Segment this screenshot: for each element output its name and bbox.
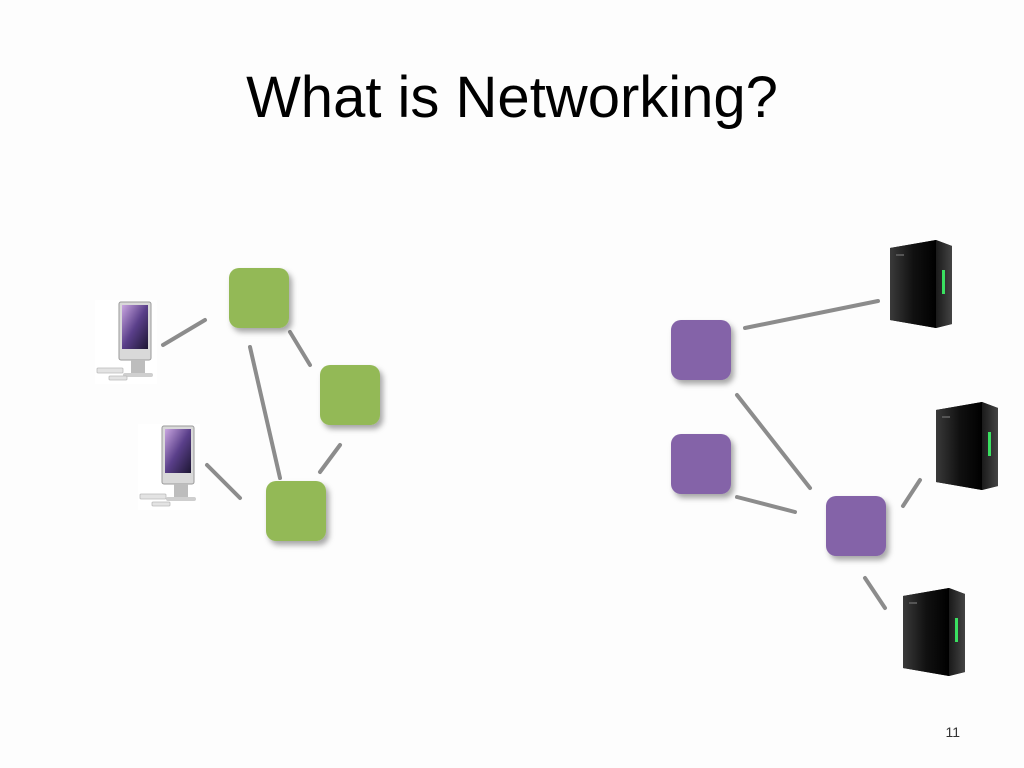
- link-client1-node1: [161, 318, 207, 347]
- network-node-green: [229, 268, 289, 328]
- link-node6-server3: [863, 576, 887, 610]
- left-network-nodes: [229, 268, 380, 541]
- desktop-computer-icon: [138, 424, 200, 510]
- server-tower-icon: [890, 240, 952, 328]
- link-node2-node3: [318, 443, 342, 474]
- left-network-links: [161, 318, 342, 500]
- link-node1-node2: [288, 330, 312, 367]
- slide-title: What is Networking?: [246, 65, 778, 130]
- server-tower-icon: [903, 588, 965, 676]
- network-node-green: [320, 365, 380, 425]
- slide-number: 11: [945, 724, 960, 740]
- network-node-purple: [671, 434, 731, 494]
- link-node4-node6: [735, 393, 812, 490]
- link-node4-server1: [743, 299, 880, 330]
- link-node5-node6: [735, 495, 797, 514]
- link-node6-server2: [901, 478, 922, 508]
- desktop-computer-icon: [95, 300, 157, 384]
- link-client2-node3: [205, 463, 242, 500]
- network-node-purple: [671, 320, 731, 380]
- link-node1-node3: [248, 345, 282, 480]
- network-node-green: [266, 481, 326, 541]
- network-node-purple: [826, 496, 886, 556]
- right-network-links: [735, 299, 922, 610]
- right-network-nodes: [671, 320, 886, 556]
- server-tower-icon: [936, 402, 998, 490]
